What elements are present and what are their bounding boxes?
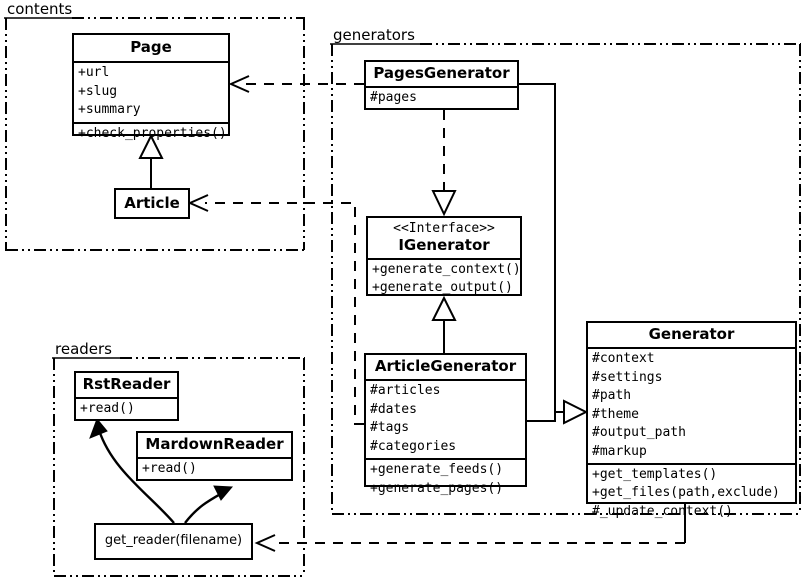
class-attribute: #dates <box>370 401 417 417</box>
function-box-get-reader[interactable]: get_reader(filename) <box>94 523 253 560</box>
class-name-mardown-reader: MardownReader <box>145 435 284 453</box>
package-label-readers: readers <box>55 340 112 358</box>
relation-article-inherits-page <box>138 133 164 188</box>
class-attribute: +summary <box>78 102 141 118</box>
class-method: +generate_feeds() <box>370 462 504 478</box>
class-name-article-generator: ArticleGenerator <box>374 357 517 375</box>
class-attribute: +url <box>78 65 110 81</box>
class-method: +get_files(path,exclude) <box>592 485 780 501</box>
class-methods-igenerator: +generate_context() +generate_output() <box>368 257 521 300</box>
class-box-mardown-reader[interactable]: MardownReader +read() <box>136 431 293 481</box>
class-attribute: #tags <box>370 420 410 436</box>
class-attributes-page: +url +slug +summary <box>74 61 228 121</box>
class-attribute: #output_path <box>592 425 686 441</box>
class-methods-page: +check_properties() <box>74 121 228 145</box>
class-name-page: Page <box>130 38 172 56</box>
class-method: +check_properties() <box>78 125 227 141</box>
relation-pagesgenerator-realizes-igenerator <box>431 110 457 217</box>
relation-generators-inherit-generator <box>519 83 589 425</box>
class-attributes-article-generator: #articles #dates #tags #categories <box>366 379 525 458</box>
class-name-generator: Generator <box>648 325 735 343</box>
class-methods-article-generator: +generate_feeds() +generate_pages() <box>366 458 525 500</box>
class-header-igenerator: <<Interface>> IGenerator <box>368 218 520 258</box>
relation-get-reader-returns-mardownreader <box>184 485 234 524</box>
relation-articlegenerator-inherits-igenerator <box>431 295 457 353</box>
class-attribute: #markup <box>592 443 647 459</box>
class-method: +read() <box>80 401 135 417</box>
relation-get-reader-returns-rstreader <box>89 418 175 524</box>
class-attribute: +slug <box>78 83 118 99</box>
class-attribute: #articles <box>370 383 441 399</box>
package-label-contents: contents <box>7 0 73 18</box>
class-stereotype-igenerator: <<Interface>> <box>393 221 495 236</box>
class-box-page[interactable]: Page +url +slug +summary +check_properti… <box>72 33 230 141</box>
class-attribute: #categories <box>370 438 457 454</box>
class-box-igenerator[interactable]: <<Interface>> IGenerator +generate_conte… <box>366 216 522 296</box>
package-border-generators <box>330 43 801 515</box>
class-box-generator[interactable]: Generator #context #settings #path #them… <box>586 321 797 519</box>
class-attributes-pages-generator: #pages <box>366 86 517 109</box>
class-method: +get_templates() <box>592 466 718 482</box>
class-box-article[interactable]: Article <box>114 188 190 219</box>
class-box-article-generator[interactable]: ArticleGenerator #articles #dates #tags … <box>364 353 527 496</box>
class-attribute: #theme <box>592 406 639 422</box>
relation-articlegenerator-uses-article <box>187 194 364 425</box>
package-border-readers <box>52 357 305 577</box>
class-method: #_update_context() <box>592 503 733 519</box>
class-box-rst-reader[interactable]: RstReader +read() <box>74 371 179 421</box>
function-label-get-reader: get_reader(filename) <box>104 533 243 548</box>
class-attribute: #context <box>592 351 655 367</box>
class-method: +generate_context() <box>372 261 521 277</box>
class-attribute: #pages <box>370 90 417 106</box>
class-methods-generator: +get_templates() +get_files(path,exclude… <box>588 462 795 523</box>
class-attribute: #path <box>592 388 632 404</box>
class-box-pages-generator[interactable]: PagesGenerator #pages <box>364 60 519 110</box>
package-label-generators: generators <box>333 26 415 44</box>
relation-pagesgenerator-uses-page <box>228 75 364 93</box>
class-name-article: Article <box>124 194 180 212</box>
class-attributes-generator: #context #settings #path #theme #output_… <box>588 347 795 463</box>
class-name-pages-generator: PagesGenerator <box>373 64 510 82</box>
class-name-rst-reader: RstReader <box>82 375 171 393</box>
relation-generator-uses-get-reader <box>254 504 686 552</box>
class-name-igenerator: IGenerator <box>398 235 490 254</box>
class-method: +generate_pages() <box>370 480 504 496</box>
class-method: +read() <box>142 461 197 477</box>
class-methods-mardown-reader: +read() <box>138 457 291 480</box>
package-border-contents <box>4 17 305 251</box>
class-method: +generate_output() <box>372 280 513 296</box>
class-methods-rst-reader: +read() <box>76 397 177 420</box>
class-attribute: #settings <box>592 369 663 385</box>
